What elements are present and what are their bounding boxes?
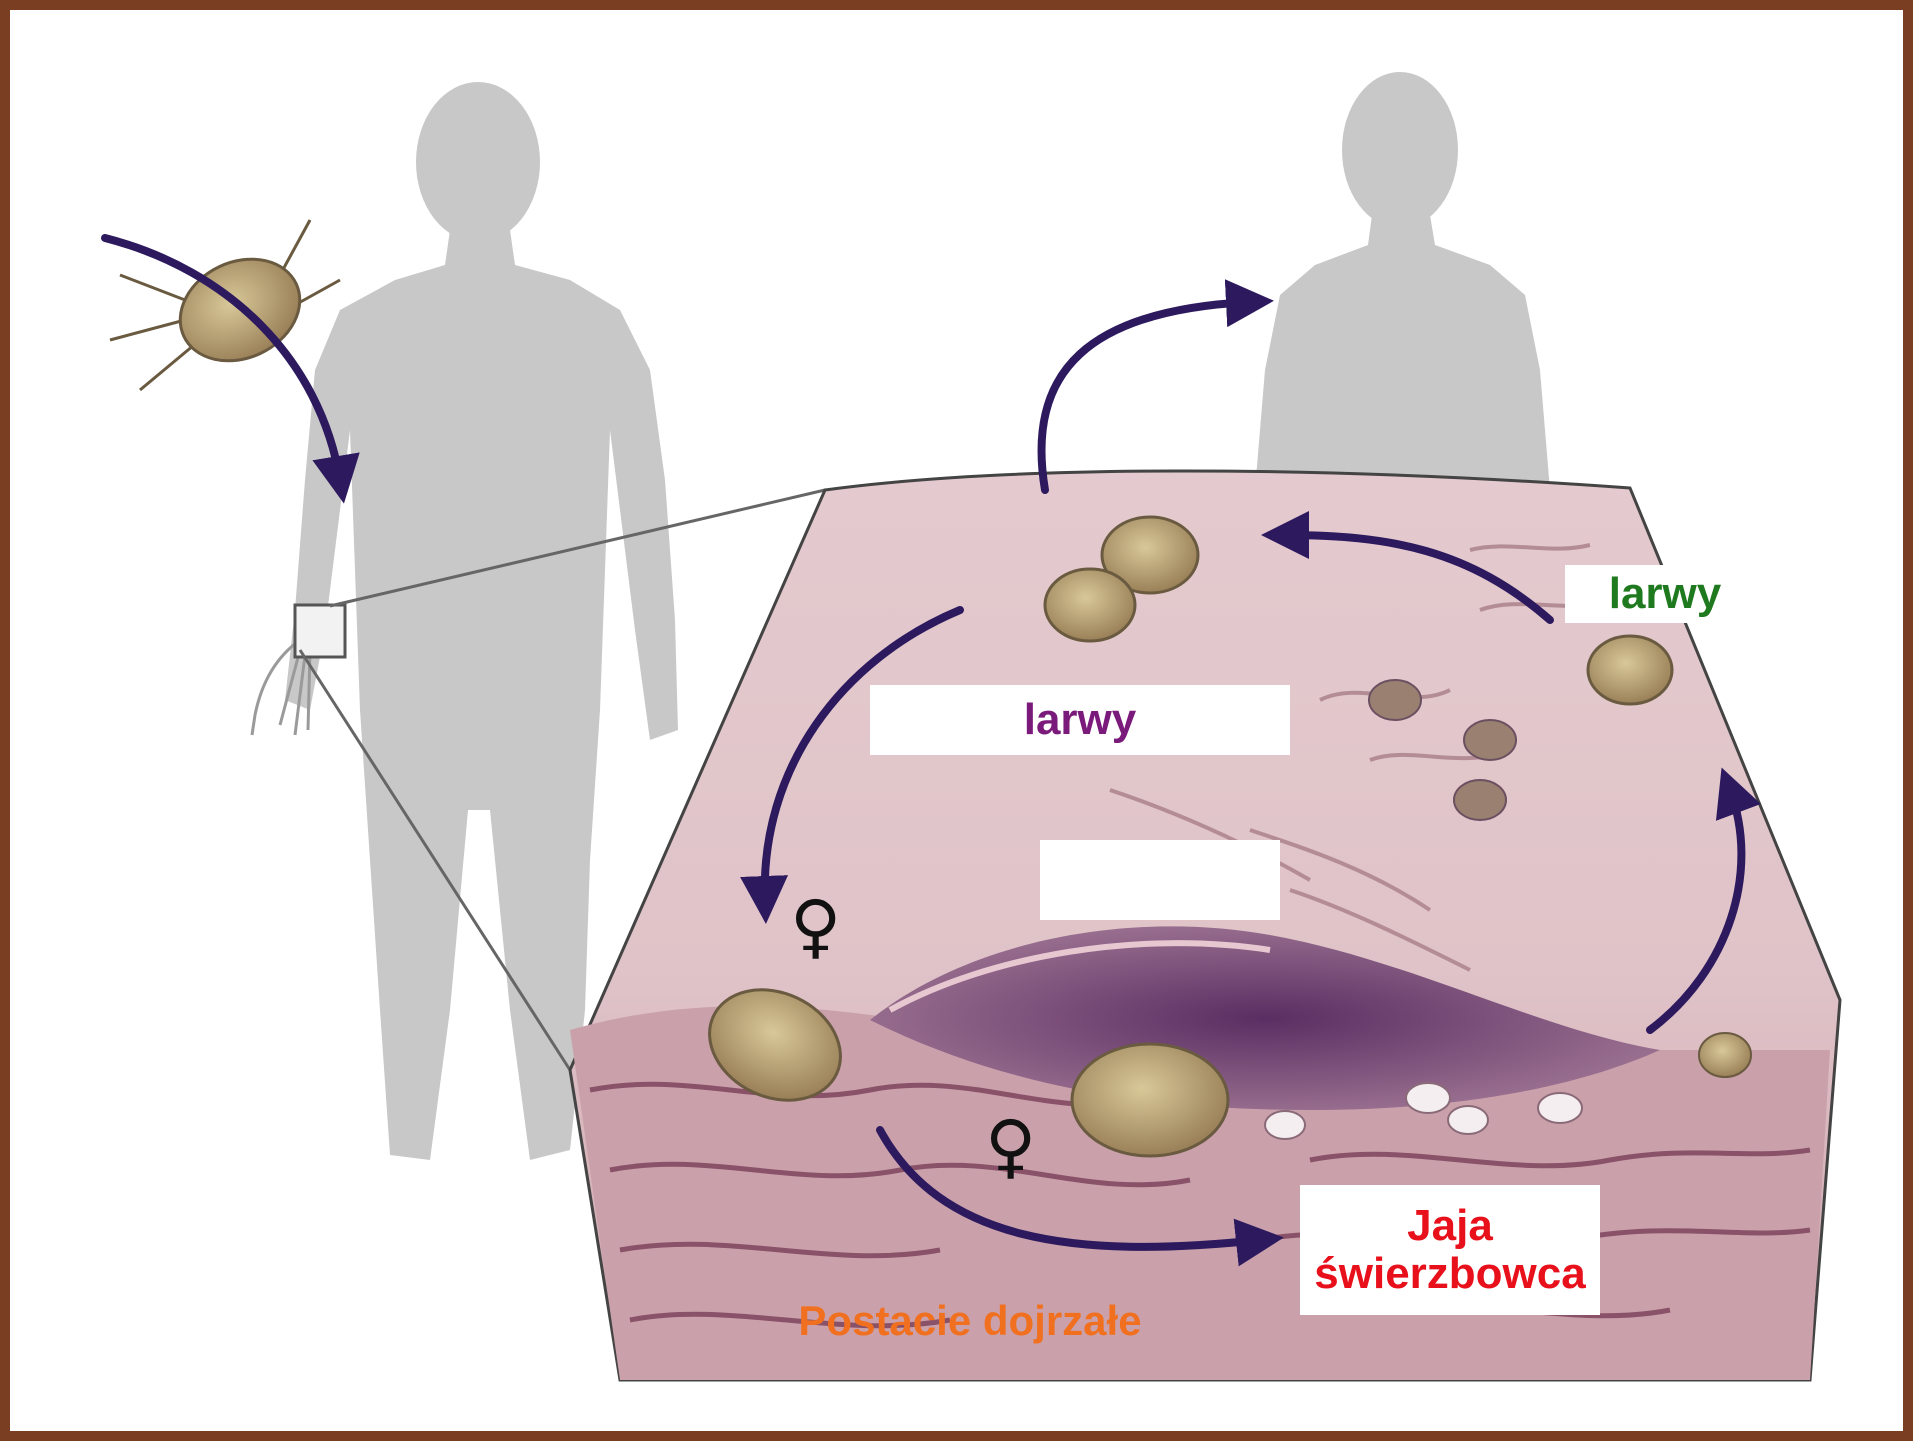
mite-larva-small-1 [1369, 680, 1421, 720]
mite-incoming [110, 220, 340, 390]
human-silhouette-right [1255, 72, 1550, 490]
label-eggs-line1: Jaja [1407, 1202, 1493, 1250]
arrow-transmission [1041, 302, 1250, 490]
female-symbol-left: ♀ [790, 885, 841, 967]
label-blank-center [1040, 840, 1280, 920]
zoom-box [295, 605, 345, 657]
label-eggs: Jaja świerzbowca [1300, 1185, 1600, 1315]
label-eggs-line2: świerzbowca [1314, 1250, 1585, 1298]
label-larvae-top-right: larwy [1565, 565, 1765, 623]
label-larvae-center: larwy [870, 685, 1290, 755]
mite-larva-right [1588, 636, 1672, 704]
mite-adult-female-burrow [1072, 1044, 1228, 1156]
mite-larva-small-3 [1454, 780, 1506, 820]
label-adults: Postacie dojrzałe [770, 1290, 1170, 1352]
mite-small-edge [1699, 1033, 1751, 1077]
mite-larva-small-2 [1464, 720, 1516, 760]
mite-larva-top-center-2 [1045, 569, 1135, 641]
female-symbol-burrow: ♀ [985, 1105, 1036, 1187]
